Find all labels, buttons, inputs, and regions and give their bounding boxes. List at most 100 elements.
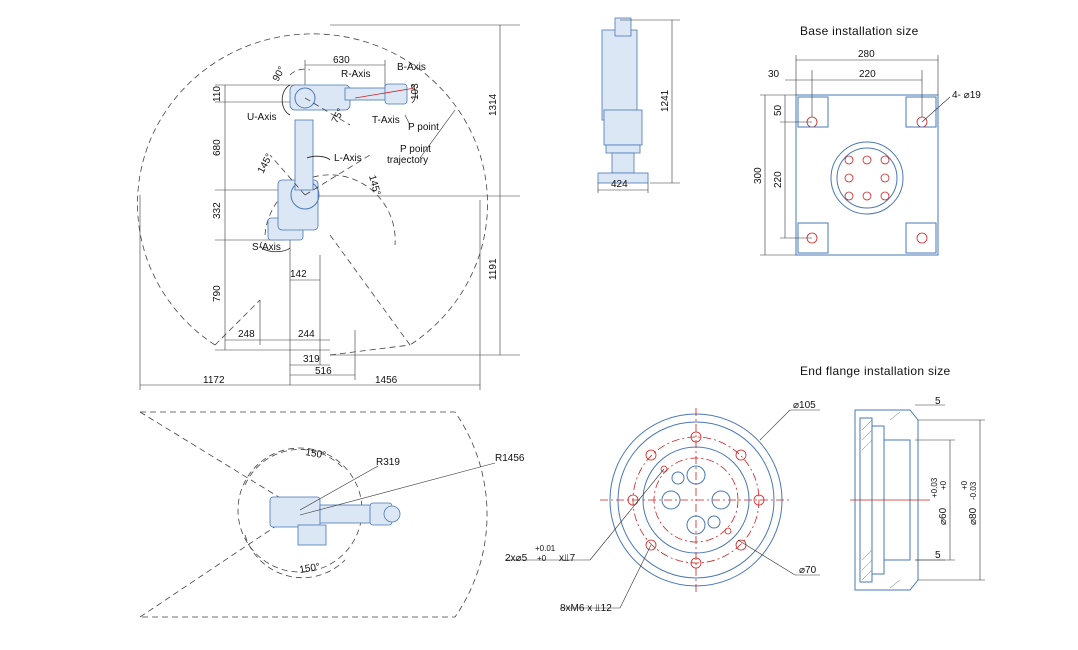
m6-hole-1 bbox=[690, 431, 702, 443]
r1456-label: R1456 bbox=[495, 453, 525, 464]
envelope-bottom bbox=[329, 344, 411, 356]
hatch-1 bbox=[861, 419, 873, 431]
angle-ray-145-right bbox=[304, 154, 371, 196]
p-point-label: P point bbox=[408, 122, 439, 133]
envelope-link-left bbox=[214, 299, 261, 346]
envelope-link-right bbox=[329, 234, 411, 346]
pin-leader bbox=[589, 468, 665, 561]
s-axis-rotation-arrow bbox=[259, 241, 291, 253]
center-hole-8 bbox=[880, 155, 890, 165]
m6-hole-6 bbox=[645, 539, 657, 551]
side-view: 630 R-Axis B-Axis U-Axis T-Axis P point … bbox=[137, 24, 520, 390]
dim-5b-label: 5 bbox=[935, 550, 941, 561]
pin-tol-bot: +0 bbox=[537, 554, 547, 563]
b-axis-label: B-Axis bbox=[397, 62, 426, 73]
top-flange bbox=[383, 505, 401, 523]
thread-label: 8xM6 x ⫫12 bbox=[560, 603, 612, 614]
inner-bore-4 bbox=[711, 490, 731, 510]
top-sector-ray-upper bbox=[139, 411, 301, 511]
l-axis-label: L-Axis bbox=[334, 153, 362, 164]
dim-5a-label: 5 bbox=[935, 396, 941, 407]
hatch-3 bbox=[861, 439, 873, 451]
dim-424-label: 424 bbox=[611, 179, 628, 190]
top-view: R319 R1456 150° 150° bbox=[139, 411, 525, 618]
forearm bbox=[344, 87, 391, 101]
dim-220w-label: 220 bbox=[859, 69, 876, 80]
m6-hole-2 bbox=[735, 449, 747, 461]
phi60-tol-bot: +0 bbox=[939, 480, 948, 490]
u-axis-rotation-arrow bbox=[281, 84, 291, 116]
dim-280-label: 280 bbox=[858, 49, 875, 60]
phi70-leader bbox=[737, 539, 796, 576]
phi105-label: ⌀105 bbox=[793, 400, 816, 411]
base-plate-outline bbox=[795, 94, 939, 256]
corner-pad-tr bbox=[905, 96, 937, 128]
front-view: 1241 424 bbox=[597, 17, 680, 193]
dim-790-label: 790 bbox=[212, 285, 223, 302]
hatch-8 bbox=[889, 579, 901, 589]
pin-tol-top: +0.01 bbox=[535, 544, 556, 553]
tool-axis bbox=[354, 87, 416, 99]
p-point-leader bbox=[404, 114, 411, 126]
hatch-2 bbox=[861, 429, 873, 441]
r319-leader bbox=[299, 465, 379, 511]
phi80-tol-bot: -0.03 bbox=[969, 481, 978, 500]
l-axis-rotation-arrow bbox=[306, 155, 331, 161]
robot-arm-side bbox=[267, 83, 416, 241]
u-axis-label: U-Axis bbox=[247, 112, 276, 123]
dim-1314-label: 1314 bbox=[488, 93, 499, 116]
corner-pad-tl bbox=[797, 96, 829, 128]
center-hole-1 bbox=[862, 155, 872, 165]
center-hole-7 bbox=[844, 155, 854, 165]
mount-hole-br bbox=[916, 232, 928, 244]
top-motor bbox=[297, 524, 327, 546]
p-trajectory-label-1: P point bbox=[400, 144, 431, 155]
angle-145-label: 145° bbox=[256, 152, 275, 175]
end-flange: End flange installation size ⌀1 bbox=[505, 364, 985, 614]
u-axis-joint bbox=[294, 87, 316, 109]
dim-220h-label: 220 bbox=[773, 171, 784, 188]
dim-1241-label: 1241 bbox=[660, 89, 671, 112]
r1456-leader bbox=[299, 462, 496, 516]
pin-depth-label: x⫫7 bbox=[559, 553, 576, 564]
robot-top bbox=[269, 496, 401, 546]
phi80-tol-top: +0 bbox=[960, 480, 969, 490]
dim-248-label: 248 bbox=[238, 329, 255, 340]
m6-hole-8 bbox=[645, 449, 657, 461]
base-center-circle bbox=[830, 141, 904, 215]
trajectory-leader bbox=[419, 109, 456, 159]
center-hole-5 bbox=[844, 191, 854, 201]
center-hole-3 bbox=[844, 173, 854, 183]
dim-50-label: 50 bbox=[773, 104, 784, 116]
corner-pad-br bbox=[905, 222, 937, 254]
flange-section bbox=[850, 409, 930, 591]
dim-103-label: 103 bbox=[410, 83, 421, 100]
angle-150b-label: 150° bbox=[299, 562, 321, 576]
phi60-tol-top: +0.03 bbox=[930, 477, 939, 498]
dim-319-label: 319 bbox=[303, 354, 320, 365]
pin-label: 2x⌀5 bbox=[505, 553, 528, 564]
holes-leader bbox=[921, 96, 951, 123]
center-hole-4 bbox=[880, 173, 890, 183]
base-center-inner bbox=[836, 147, 898, 209]
front-base-top bbox=[605, 144, 641, 154]
lower-arm-link bbox=[294, 119, 314, 191]
angle-150a-label: 150° bbox=[304, 447, 326, 461]
dim-110-label: 110 bbox=[212, 86, 223, 102]
hatch-4 bbox=[861, 549, 873, 561]
dim-142-label: 142 bbox=[290, 269, 307, 280]
dim-680-label: 680 bbox=[212, 139, 223, 156]
dim-516-label: 516 bbox=[315, 366, 332, 377]
base-title: Base installation size bbox=[800, 24, 919, 38]
dim-300-label: 300 bbox=[753, 167, 764, 184]
s-axis-label: S-Axis bbox=[252, 242, 281, 253]
front-base-plate bbox=[597, 172, 649, 184]
dim-1456-label: 1456 bbox=[375, 375, 398, 386]
dim-244-label: 244 bbox=[298, 329, 315, 340]
m6-hole-3 bbox=[753, 494, 765, 506]
top-arc-150a bbox=[244, 449, 346, 486]
flange-title: End flange installation size bbox=[800, 364, 951, 378]
phi105-leader bbox=[759, 409, 791, 441]
center-hole-2 bbox=[862, 191, 872, 201]
